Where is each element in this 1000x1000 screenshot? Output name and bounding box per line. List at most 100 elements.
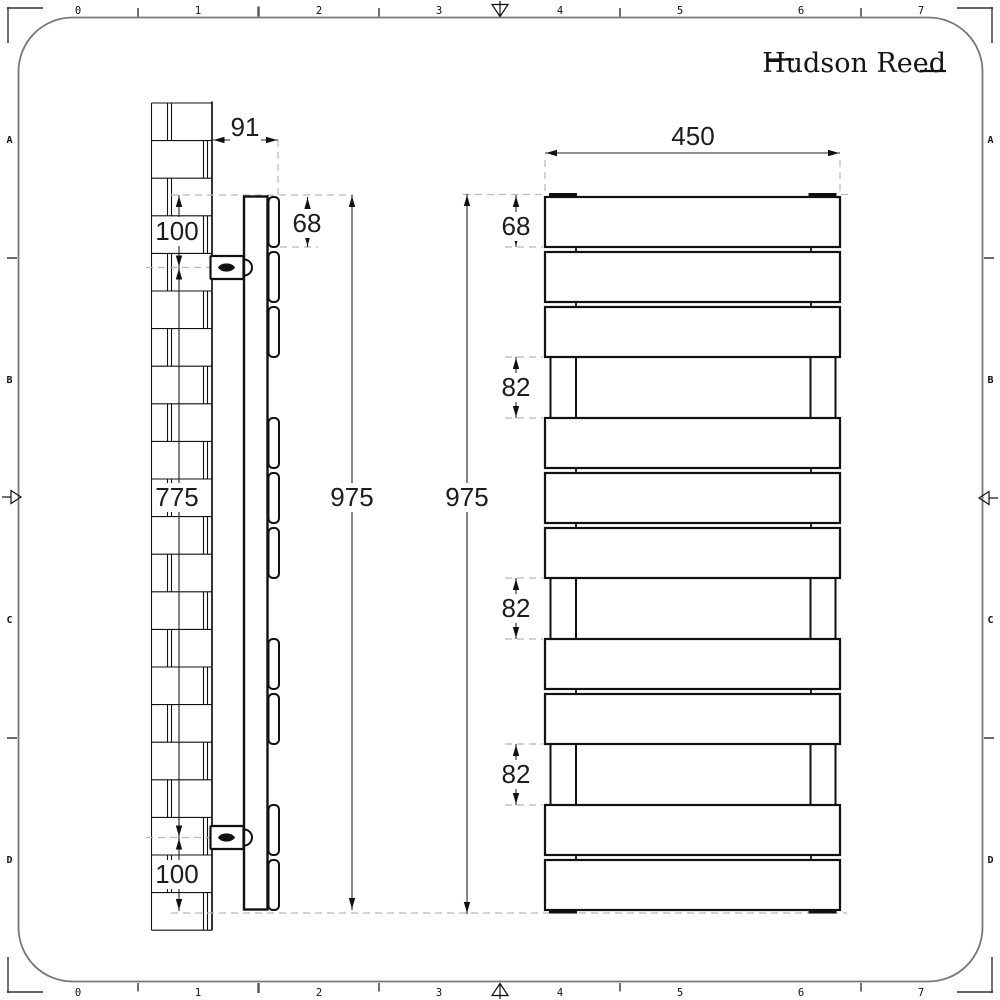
side-vertical-bar bbox=[242, 195, 269, 911]
dimension-arrow bbox=[512, 745, 520, 756]
top-ruler-1: 1 bbox=[195, 5, 201, 17]
front-panel bbox=[543, 305, 842, 359]
right-ruler-d: D bbox=[987, 855, 993, 866]
left-ruler-c: C bbox=[6, 615, 12, 626]
front-panel bbox=[543, 416, 842, 470]
side-panel-profile bbox=[267, 527, 280, 579]
dimension-arrow bbox=[512, 793, 520, 804]
top-ruler-0: 0 bbox=[75, 5, 81, 17]
front-panel bbox=[543, 858, 842, 912]
front-panel bbox=[543, 637, 842, 691]
right-ruler-b: B bbox=[987, 375, 993, 386]
tube-cap-bottom bbox=[549, 909, 577, 914]
dim-front-overall-height: 975 bbox=[445, 482, 488, 512]
side-panel-profile bbox=[267, 251, 280, 303]
tube-cap-top bbox=[549, 193, 577, 198]
top-ruler-3: 3 bbox=[436, 5, 442, 17]
center-mark-left bbox=[2, 489, 23, 505]
dimension-arrow bbox=[512, 627, 520, 638]
dimension-arrow bbox=[512, 358, 520, 369]
side-panel-profile bbox=[267, 472, 280, 524]
top-ruler-7: 7 bbox=[918, 5, 924, 17]
bracket-collar bbox=[243, 828, 253, 847]
label-bg bbox=[157, 217, 198, 246]
label-bg bbox=[501, 760, 531, 789]
bracket-screw bbox=[218, 833, 235, 842]
dimension-arrow bbox=[175, 196, 183, 207]
left-ruler-b: B bbox=[6, 375, 12, 386]
dim-side-overall-height: 975 bbox=[330, 482, 373, 512]
bottom-ruler-4: 4 bbox=[557, 987, 563, 999]
dimension-arrow bbox=[463, 902, 471, 913]
tube-cap-top bbox=[808, 193, 837, 198]
bottom-ruler-0: 0 bbox=[75, 987, 81, 999]
dimension-arrow bbox=[512, 196, 520, 207]
label-bg bbox=[155, 483, 199, 512]
dimension-labels: 91 100 68 775 975 100 450 68 82 82 82 97… bbox=[151, 108, 719, 894]
bottom-ruler-ticks bbox=[137, 983, 862, 992]
front-panel bbox=[543, 195, 842, 249]
bottom-ruler-2: 2 bbox=[316, 987, 322, 999]
dim-front-gap-1: 82 bbox=[502, 372, 531, 402]
dim-front-panel-height: 68 bbox=[502, 211, 531, 241]
top-ruler-6: 6 bbox=[798, 5, 804, 17]
label-bg bbox=[445, 483, 489, 512]
right-ruler-a: A bbox=[987, 135, 993, 146]
left-ruler-ticks bbox=[7, 257, 17, 739]
label-bg bbox=[501, 212, 531, 241]
bracket-screw bbox=[218, 263, 235, 272]
dim-side-panel-height: 68 bbox=[293, 208, 322, 238]
right-ruler-c: C bbox=[987, 615, 993, 626]
dim-side-depth: 91 bbox=[231, 112, 260, 142]
dim-side-top-fixing: 100 bbox=[155, 216, 198, 246]
dimension-arrow bbox=[348, 898, 356, 909]
bottom-ruler-3: 3 bbox=[436, 987, 442, 999]
label-bg bbox=[501, 373, 531, 402]
bottom-ruler-6: 6 bbox=[798, 987, 804, 999]
radiator-geometry bbox=[209, 193, 842, 914]
dimension-arrow bbox=[512, 579, 520, 590]
dimension-arrow bbox=[304, 198, 311, 209]
dimension-arrow bbox=[546, 149, 557, 157]
bracket-collar bbox=[243, 258, 253, 277]
side-panel-profile bbox=[267, 417, 280, 469]
dimension-arrow bbox=[266, 136, 277, 144]
tube-cap-bottom bbox=[808, 909, 837, 914]
sheet-border bbox=[17, 16, 984, 983]
front-panel bbox=[543, 526, 842, 580]
dimension-arrow bbox=[175, 838, 183, 850]
label-bg bbox=[330, 483, 374, 512]
center-mark-top bbox=[490, 1, 510, 18]
top-ruler-5: 5 bbox=[677, 5, 683, 17]
front-panel bbox=[543, 803, 842, 857]
brand-logo: Hudson Reed bbox=[762, 48, 946, 79]
dimension-arrow bbox=[463, 195, 471, 206]
top-ruler-4: 4 bbox=[557, 5, 563, 17]
right-ruler-ticks bbox=[984, 257, 994, 739]
top-ruler-ticks bbox=[137, 8, 862, 17]
center-mark-right bbox=[977, 490, 998, 506]
bottom-ruler-7: 7 bbox=[918, 987, 924, 999]
dimension-lines bbox=[175, 136, 840, 914]
front-panel bbox=[543, 471, 842, 525]
dimension-arrow bbox=[175, 825, 183, 837]
dim-front-gap-3: 82 bbox=[502, 759, 531, 789]
label-bg bbox=[157, 860, 198, 889]
dimension-arrow bbox=[512, 406, 520, 417]
dim-side-fixing-centres: 775 bbox=[155, 482, 198, 512]
dimension-arrow bbox=[828, 149, 839, 157]
left-ruler-d: D bbox=[6, 855, 12, 866]
dimension-arrow bbox=[175, 268, 183, 280]
dimension-arrow bbox=[175, 255, 183, 267]
dim-front-gap-2: 82 bbox=[502, 593, 531, 623]
front-panel bbox=[543, 250, 842, 304]
center-mark-bottom bbox=[490, 982, 510, 999]
logo-text: Hudson Reed bbox=[762, 48, 946, 79]
front-panel bbox=[543, 692, 842, 746]
dim-front-width: 450 bbox=[671, 121, 714, 151]
label-bg bbox=[230, 114, 261, 142]
side-panel-profile bbox=[267, 638, 280, 690]
